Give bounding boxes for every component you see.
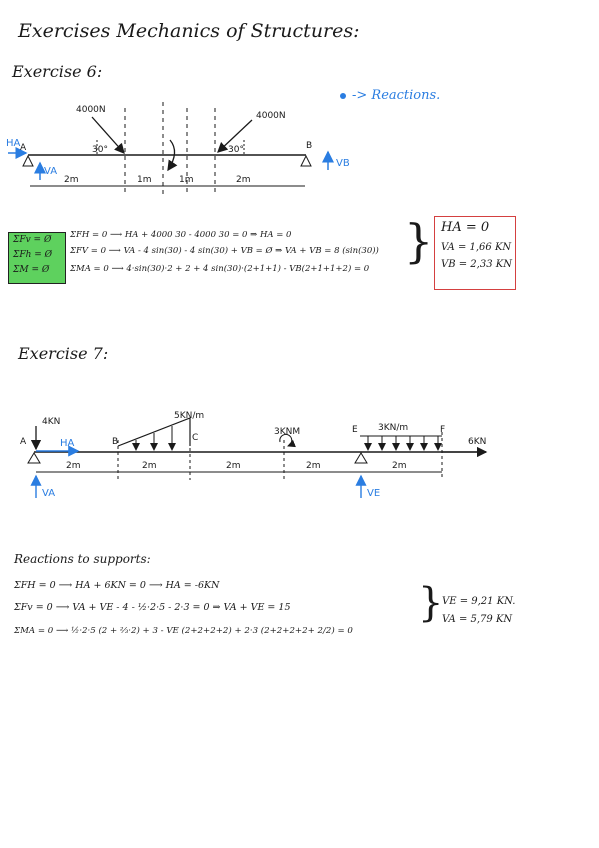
node-b7-label: B (112, 437, 118, 447)
reaction-ha-label: HA (6, 138, 21, 149)
condition-fh: ΣFh = Ø (13, 250, 53, 260)
equation-6-3: ΣMA = 0 ⟶ 4·sin(30)·2 + 2 + 4 sin(30)·(2… (70, 264, 370, 274)
node-c7-label: C (192, 433, 198, 443)
uniform-load-label: 3KN/m (378, 423, 408, 433)
equation-7-1: ΣFH = 0 ⟶ HA + 6KN = 0 ⟶ HA = -6KN (14, 580, 220, 591)
result-va7: VA = 5,79 KN (442, 614, 513, 625)
support-e-icon (354, 452, 368, 464)
dim7-2: 2m (142, 461, 157, 471)
results-box-6: HA = 0 VA = 1,66 KN VB = 2,33 KN (434, 216, 516, 290)
dim7-1: 2m (66, 461, 81, 471)
support-b-icon (300, 154, 312, 167)
page-title: Exercises Mechanics of Structures: (18, 20, 360, 42)
result-vb: VB = 2,33 KN (441, 259, 512, 270)
equation-7-2: ΣFv = 0 ⟶ VA + VE - 4 - ½·2·5 - 2·3 = 0 … (14, 602, 291, 613)
reaction-ve7-label: VE (367, 488, 380, 499)
result-ve: VE = 9,21 KN. (442, 596, 516, 607)
equation-7-3: ΣMA = 0 ⟶ ½·2·5 (2 + ⅔·2) + 3 - VE (2+2+… (14, 626, 353, 636)
reactions-legend: -> Reactions. (340, 88, 440, 103)
force-left-label: 4000N (76, 105, 106, 115)
dim7-3: 2m (226, 461, 241, 471)
dim-1: 2m (64, 175, 79, 185)
reaction-ha7-label: HA (60, 438, 75, 449)
reaction-va7-label: VA (42, 488, 55, 499)
dim-2: 1m (137, 175, 152, 185)
brace-7-icon: } (418, 580, 444, 626)
node-b-label: B (306, 141, 312, 151)
dist-load-label: 5KN/m (174, 411, 204, 421)
brace-6-icon: } (404, 214, 434, 268)
dim-4: 2m (236, 175, 251, 185)
end-force-label: 6KN (468, 437, 486, 447)
dim-3: 1m (179, 175, 194, 185)
dim7-4: 2m (306, 461, 321, 471)
beam-7: 4KN 5KN/m 3KNM 3KN/m 6KN A B C E F HA VA… (20, 411, 488, 499)
beam-6: 4000N 4000N 30° 30° A B HA VA VB 2m 1m 1… (6, 102, 350, 195)
condition-m: ΣM = Ø (13, 265, 50, 275)
conditions-box: ΣFv = Ø ΣFh = Ø ΣM = Ø (8, 232, 66, 284)
condition-fv: ΣFv = Ø (13, 235, 52, 245)
exercise-7-heading: Exercise 7: (18, 344, 109, 363)
angle-right-label: 30° (228, 145, 244, 155)
node-e7-label: E (352, 425, 358, 435)
load-a-label: 4KN (42, 417, 60, 427)
node-a7-label: A (20, 437, 27, 447)
reactions-heading: Reactions to supports: (14, 552, 151, 566)
equation-6-1: ΣFH = 0 ⟶ HA + 4000 30 - 4000 30 = 0 ⇒ H… (70, 230, 292, 240)
result-va: VA = 1,66 KN (441, 242, 512, 253)
dim7-5: 2m (392, 461, 407, 471)
node-a-label: A (20, 143, 27, 153)
support-a7-icon (27, 452, 41, 464)
reaction-va-label: VA (44, 166, 57, 177)
equation-6-2: ΣFV = 0 ⟶ VA - 4 sin(30) - 4 sin(30) + V… (70, 246, 379, 256)
support-a-icon (22, 154, 34, 167)
moment-label: 3KNM (274, 427, 300, 437)
force-right-label: 4000N (256, 111, 286, 121)
angle-left-label: 30° (92, 145, 108, 155)
legend-dot-icon (340, 92, 346, 99)
legend-label: -> Reactions. (352, 88, 441, 103)
reaction-vb-label: VB (336, 158, 350, 169)
node-f7-label: F (440, 425, 445, 435)
exercise-6-heading: Exercise 6: (12, 62, 103, 81)
result-ha: HA = 0 (441, 220, 490, 235)
